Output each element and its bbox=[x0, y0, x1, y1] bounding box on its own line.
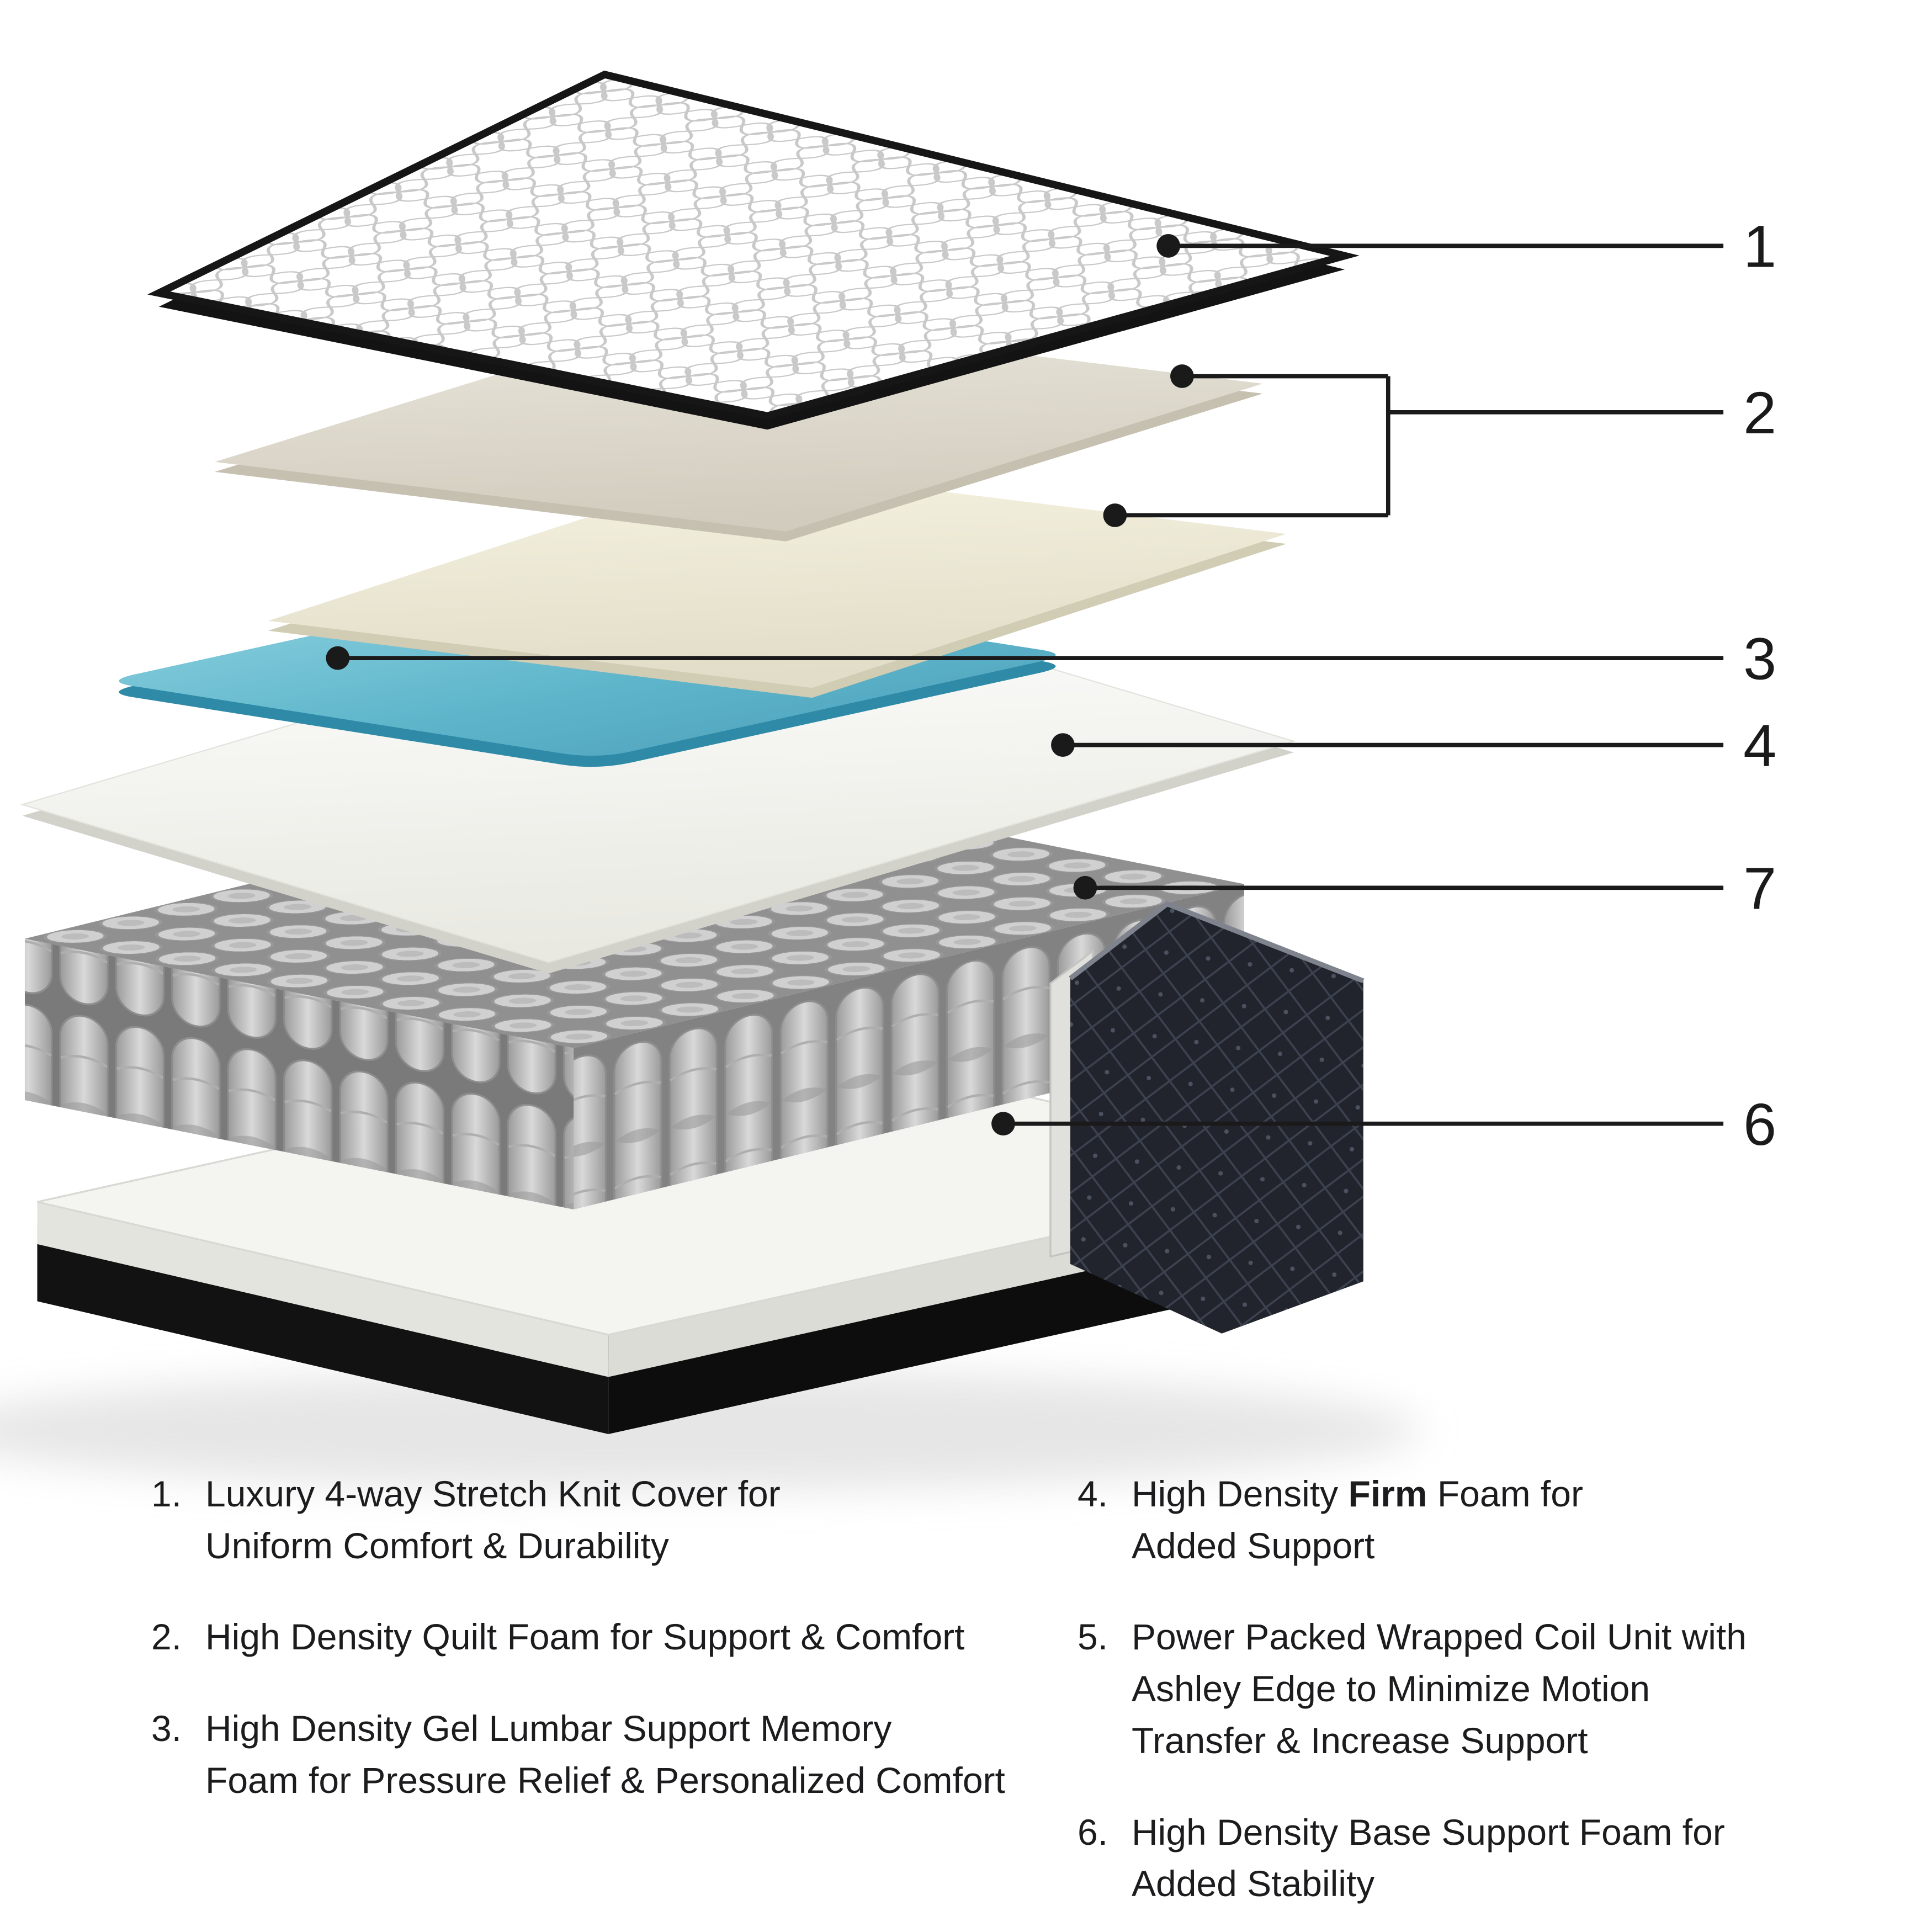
callout-2-label: 2 bbox=[1743, 379, 1776, 446]
legend-line: Uniform Comfort & Durability bbox=[205, 1525, 669, 1566]
callout-4-label: 4 bbox=[1743, 712, 1776, 779]
callout-1: 1 bbox=[1156, 213, 1776, 280]
legend-item-5: 5. Power Packed Wrapped Coil Unit with A… bbox=[1078, 1611, 1917, 1766]
legend-item-1-text: Luxury 4-way Stretch Knit Cover for Unif… bbox=[205, 1468, 1079, 1572]
legend-line: Power Packed Wrapped Coil Unit with bbox=[1132, 1616, 1747, 1658]
legend-line: Luxury 4-way Stretch Knit Cover for bbox=[205, 1473, 781, 1514]
legend-line: Added Stability bbox=[1132, 1863, 1375, 1904]
callout-3-label: 3 bbox=[1743, 625, 1776, 692]
callout-6: 6 bbox=[991, 1091, 1776, 1158]
legend-item-6-number: 6. bbox=[1078, 1811, 1108, 1853]
legend-item-4-number: 4. bbox=[1078, 1473, 1108, 1514]
legend-line: Ashley Edge to Minimize Motion bbox=[1132, 1668, 1650, 1710]
callout-4: 4 bbox=[1051, 712, 1776, 779]
legend-text-segment: Foam for bbox=[1427, 1473, 1583, 1514]
legend-item-1: 1. Luxury 4-way Stretch Knit Cover for U… bbox=[151, 1468, 1079, 1572]
legend-right-column: 4. High Density Firm Foam for Added Supp… bbox=[1078, 1468, 1917, 1932]
legend-text-segment: High Density bbox=[1132, 1473, 1349, 1514]
callout-6-label: 6 bbox=[1743, 1091, 1776, 1158]
legend-item-5-number: 5. bbox=[1078, 1616, 1108, 1658]
legend-line: Transfer & Increase Support bbox=[1132, 1719, 1588, 1761]
callouts: 1 2 3 4 7 bbox=[326, 213, 1776, 1158]
legend-item-2-text: High Density Quilt Foam for Support & Co… bbox=[205, 1611, 1079, 1663]
legend-item-6: 6. High Density Base Support Foam for Ad… bbox=[1078, 1807, 1917, 1910]
callout-7-label: 7 bbox=[1743, 855, 1776, 922]
legend-line: Foam for Pressure Relief & Personalized … bbox=[205, 1759, 1005, 1801]
legend-item-4-text: High Density Firm Foam for Added Support bbox=[1132, 1468, 1917, 1572]
legend-text-bold-segment: Firm bbox=[1348, 1473, 1427, 1514]
legend-left-column: 1. Luxury 4-way Stretch Knit Cover for U… bbox=[151, 1468, 1079, 1846]
legend-item-3-number: 3. bbox=[151, 1708, 182, 1749]
legend-item-4: 4. High Density Firm Foam for Added Supp… bbox=[1078, 1468, 1917, 1572]
layer-knit-cover bbox=[147, 70, 1360, 430]
legend-item-3: 3. High Density Gel Lumbar Support Memor… bbox=[151, 1703, 1079, 1806]
legend-item-2: 2. High Density Quilt Foam for Support &… bbox=[151, 1611, 1079, 1663]
legend-item-1-number: 1. bbox=[151, 1473, 182, 1514]
legend-item-5-text: Power Packed Wrapped Coil Unit with Ashl… bbox=[1132, 1611, 1917, 1766]
callout-1-label: 1 bbox=[1743, 213, 1776, 280]
callout-3: 3 bbox=[326, 625, 1776, 692]
legend-item-6-text: High Density Base Support Foam for Added… bbox=[1132, 1807, 1917, 1910]
layer-quilt-foam-lower bbox=[268, 466, 1287, 698]
callout-7: 7 bbox=[1073, 855, 1776, 922]
legend-line: High Density Quilt Foam for Support & Co… bbox=[205, 1616, 965, 1658]
legend-item-2-number: 2. bbox=[151, 1616, 182, 1658]
edge-fabric-corner bbox=[1049, 901, 1365, 1334]
legend-line: High Density Firm Foam for bbox=[1132, 1468, 1917, 1520]
legend-item-3-text: High Density Gel Lumbar Support Memory F… bbox=[205, 1703, 1079, 1806]
legend-line: Added Support bbox=[1132, 1525, 1375, 1566]
legend-line: High Density Base Support Foam for bbox=[1132, 1811, 1725, 1853]
floor-shadow bbox=[0, 1371, 1422, 1490]
legend-line: High Density Gel Lumbar Support Memory bbox=[205, 1708, 892, 1749]
callout-2: 2 bbox=[1103, 364, 1776, 527]
